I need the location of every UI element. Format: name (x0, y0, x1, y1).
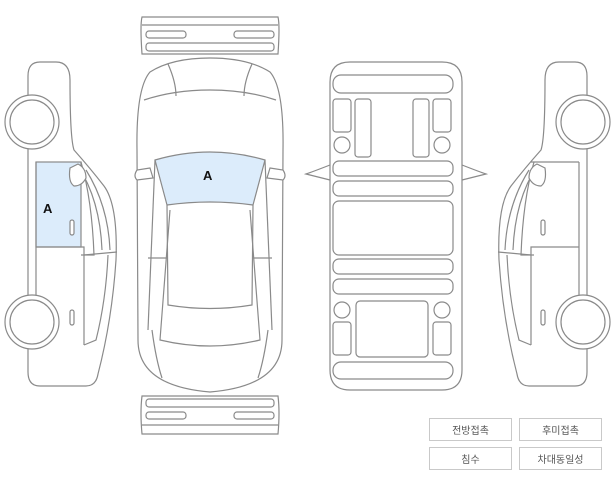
top-left-mirror[interactable] (134, 167, 154, 181)
windshield-marker: A (203, 168, 213, 183)
left-front-wheel[interactable] (9, 99, 55, 145)
right-mirror[interactable] (528, 163, 547, 187)
top-right-mirror[interactable] (266, 167, 286, 181)
windshield-damage-area[interactable] (154, 151, 266, 206)
right-front-wheel[interactable] (560, 99, 606, 145)
frame-member-4[interactable] (332, 278, 454, 295)
frame-front-crossmember[interactable] (332, 74, 454, 94)
right-side-view (497, 61, 611, 387)
rear-collision-button[interactable]: 후미접촉 (519, 418, 602, 441)
frame-member-3[interactable] (332, 258, 454, 275)
frame-rear-panel[interactable] (355, 300, 429, 358)
left-mirror[interactable] (68, 163, 87, 187)
frame-member-1[interactable] (332, 160, 454, 177)
frame-rear-crossmember[interactable] (332, 361, 454, 380)
frame-member-2[interactable] (332, 180, 454, 197)
underbody-view (303, 61, 489, 391)
left-rear-wheel[interactable] (9, 299, 55, 345)
right-rear-handle (540, 309, 546, 326)
top-body (136, 57, 284, 393)
right-rear-wheel[interactable] (560, 299, 606, 345)
right-front-handle (540, 219, 546, 236)
left-front-handle (69, 219, 75, 236)
left-rear-handle (69, 309, 75, 326)
frame-floor-panel[interactable] (332, 200, 454, 256)
top-view: A (134, 16, 286, 435)
flooding-button[interactable]: 침수 (429, 447, 512, 470)
left-door-marker: A (43, 201, 53, 216)
vehicle-identity-button[interactable]: 차대동일성 (519, 447, 602, 470)
front-collision-button[interactable]: 전방접촉 (429, 418, 512, 441)
left-side-view: A (4, 61, 118, 387)
